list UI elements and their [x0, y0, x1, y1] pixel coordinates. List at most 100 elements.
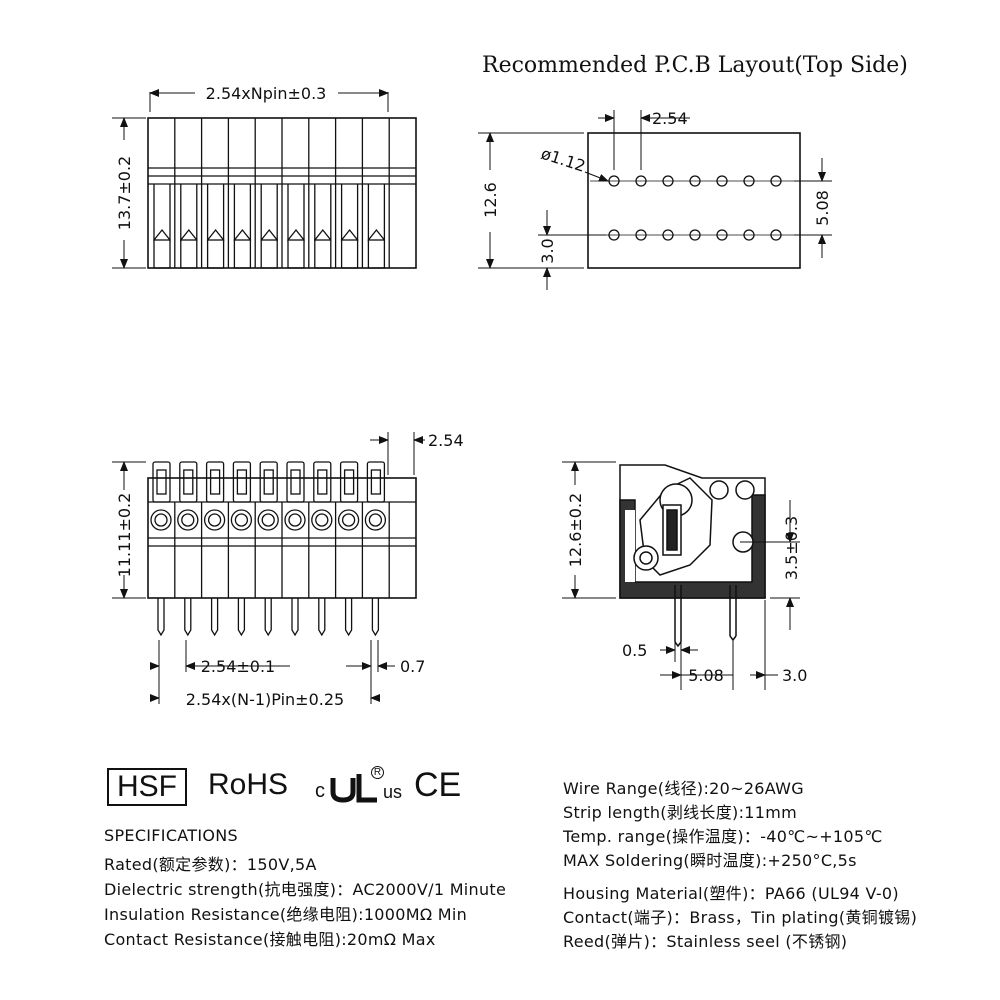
front-pin	[184, 598, 192, 637]
top-view	[112, 89, 417, 269]
front-wire-hole-inner	[315, 513, 329, 527]
top-slot-spring	[314, 184, 332, 242]
ul-c-text: c	[315, 780, 325, 802]
top-slot-foot	[233, 239, 252, 269]
front-lever-slot	[370, 469, 382, 495]
top-slot-foot	[180, 239, 198, 269]
front-lever-slot	[343, 469, 355, 495]
front-wire-hole-inner	[341, 513, 356, 527]
top-slot-spring	[367, 184, 386, 242]
front-lever-tab	[313, 461, 332, 503]
side-pin-height-dim: 3.5±0.3	[782, 516, 801, 580]
front-pin	[237, 598, 246, 637]
front-pin	[264, 598, 272, 637]
top-slot-foot	[314, 239, 332, 269]
front-lever-tab	[366, 461, 386, 503]
spec-dielectric: Dielectric strength(抗电强度)：AC2000V/1 Minu…	[104, 880, 507, 899]
top-slot-spring	[233, 184, 252, 242]
front-wire-hole-outer	[230, 509, 253, 531]
top-slot-foot	[367, 239, 386, 269]
front-pin-pitch-dim: 2.54±0.1	[201, 657, 275, 676]
front-lever-slot	[236, 469, 248, 495]
front-lever-slot	[317, 469, 328, 495]
front-wire-hole-inner	[261, 513, 275, 527]
top-slot-foot	[206, 239, 225, 269]
front-lever-tab	[179, 461, 198, 503]
front-lever-slot	[209, 469, 221, 495]
front-lever-tab	[339, 461, 359, 503]
front-wire-hole-outer	[257, 509, 279, 531]
front-lever-tab	[205, 461, 225, 503]
side-height-dim: 12.6±0.2	[566, 493, 585, 567]
front-wire-hole-outer	[284, 509, 306, 531]
top-slot-foot	[260, 239, 278, 269]
front-lever-slot	[263, 469, 274, 495]
top-slot-spring	[340, 184, 359, 242]
front-lever-slot	[156, 469, 167, 495]
side-view	[562, 461, 800, 690]
pcb-height-dim: 12.6	[481, 182, 500, 218]
front-total-dim: 2.54x(N-1)Pin±0.25	[186, 690, 344, 709]
hsf-logo: HSF	[107, 768, 187, 806]
spec-contact-resistance: Contact Resistance(接触电阻):20mΩ Max	[104, 930, 436, 949]
top-slot-foot	[153, 239, 171, 269]
ce-logo: CE	[414, 766, 462, 804]
spec-housing-material: Housing Material(塑件)：PA66 (UL94 V-0)	[563, 884, 899, 903]
front-pin	[318, 598, 326, 637]
front-view	[112, 432, 425, 704]
top-slot-spring	[206, 184, 225, 242]
top-slot-spring	[287, 184, 305, 242]
ul-registered-mark: R	[371, 766, 384, 779]
spec-rated: Rated(额定参数)：150V,5A	[104, 855, 317, 874]
front-lever-tab	[152, 461, 171, 503]
front-lever-tab	[286, 461, 305, 503]
ul-mark-icon	[330, 774, 377, 803]
front-lever-tab	[232, 461, 252, 503]
spec-strip-length: Strip length(剥线长度):11mm	[563, 803, 798, 822]
ul-logo: c R us	[315, 766, 410, 806]
top-slot-spring	[180, 184, 198, 242]
front-wire-hole-inner	[368, 513, 383, 527]
top-slot-spring	[153, 184, 171, 242]
front-wire-hole-inner	[207, 513, 222, 527]
front-wire-hole-outer	[203, 509, 226, 531]
pcb-pitch-dim: 2.54	[652, 109, 688, 128]
front-wire-hole-outer	[311, 509, 333, 531]
pcb-offset-dim: 3.0	[538, 238, 557, 263]
front-pin	[344, 598, 353, 637]
top-width-dim: 2.54xNpin±0.3	[206, 84, 327, 103]
spec-contact: Contact(端子)：Brass，Tin plating(黄铜镀锡)	[563, 908, 918, 927]
spec-wire-range: Wire Range(线径):20~26AWG	[563, 779, 804, 798]
spec-insulation: Insulation Resistance(绝缘电阻):1000MΩ Min	[104, 905, 468, 924]
spec-temp-range: Temp. range(操作温度)：-40℃~+105℃	[563, 827, 883, 846]
front-wire-hole-inner	[154, 513, 168, 527]
front-height-dim: 11.11±0.2	[115, 493, 134, 578]
front-pin	[371, 598, 380, 637]
side-pin-thickness-dim: 0.5	[622, 641, 647, 660]
pcb-layout	[478, 110, 832, 290]
front-lever-slot	[290, 469, 301, 495]
front-wire-hole-outer	[177, 509, 199, 531]
pcb-title: Recommended P.C.B Layout(Top Side)	[482, 53, 908, 78]
pcb-row-spacing-dim: 5.08	[813, 190, 832, 226]
front-pin	[210, 598, 219, 637]
side-rear-offset-dim: 3.0	[782, 666, 807, 685]
front-pin	[157, 598, 165, 637]
front-wire-hole-outer	[150, 509, 172, 531]
top-slot-foot	[340, 239, 359, 269]
top-height-dim: 13.7±0.2	[115, 156, 134, 230]
top-slot-spring	[260, 184, 278, 242]
rohs-logo: RoHS	[208, 768, 289, 801]
front-wire-hole-outer	[364, 509, 387, 531]
front-wire-hole-inner	[288, 513, 302, 527]
ul-us-text: us	[383, 782, 403, 802]
front-pitch-dim: 2.54	[428, 431, 464, 450]
front-lever-slot	[183, 469, 194, 495]
side-pin-spacing-dim: 5.08	[688, 666, 724, 685]
front-wire-hole-inner	[181, 513, 195, 527]
front-lever-tab	[259, 461, 278, 503]
spec-heading: SPECIFICATIONS	[104, 826, 239, 845]
spec-max-soldering: MAX Soldering(瞬时温度):+250°C,5s	[563, 851, 857, 870]
top-slot-foot	[287, 239, 305, 269]
